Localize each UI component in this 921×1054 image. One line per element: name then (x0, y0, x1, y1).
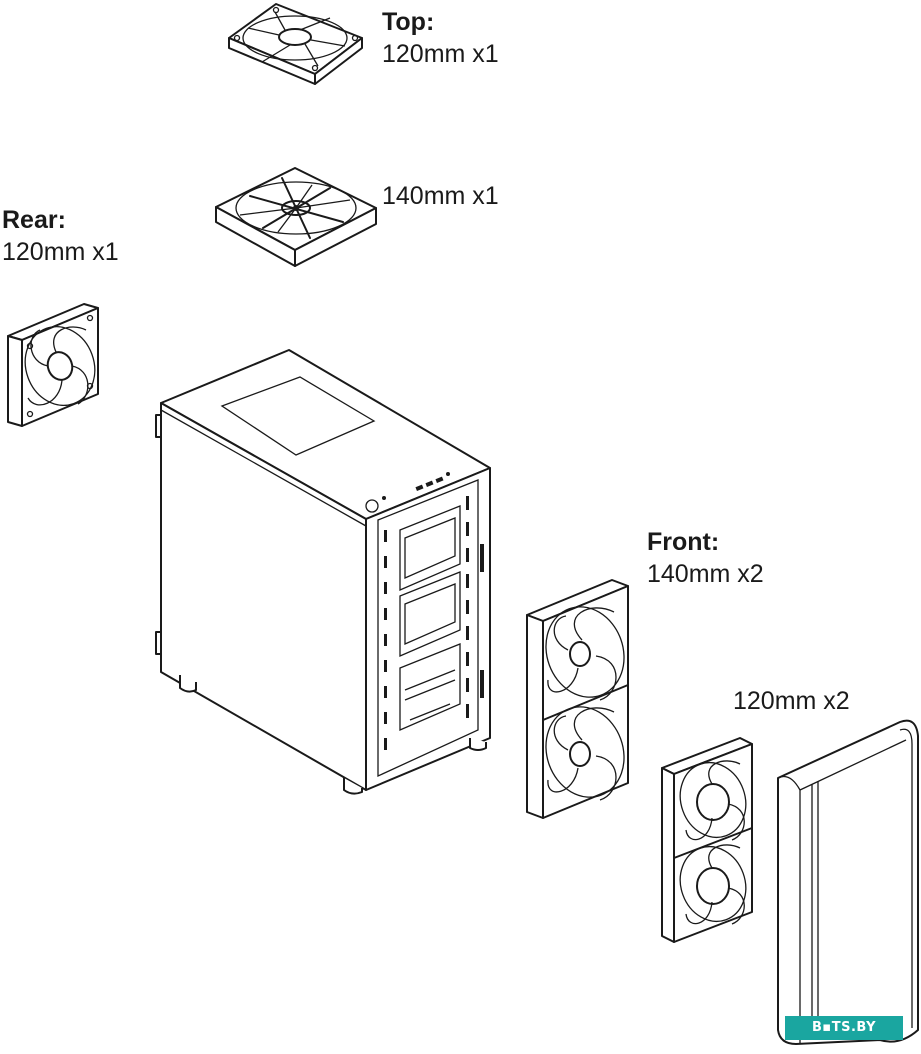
rear-fan-label: Rear: 120mm x1 (2, 204, 119, 268)
rear-120mm-fan (7, 303, 99, 427)
front-140mm-fans (526, 579, 629, 819)
front-120mm-label: 120mm x2 (733, 685, 850, 717)
front-heading: Front: (647, 528, 720, 556)
watermark-logo: B▪TS.BY (785, 1016, 903, 1040)
top-140mm-text: 140mm x1 (382, 182, 499, 210)
top-120mm-text: 120mm x1 (382, 40, 499, 68)
front-140mm-text: 140mm x2 (647, 560, 764, 588)
top-140mm-label: 140mm x1 (382, 180, 499, 212)
top-fan-label: Top: 120mm x1 (382, 6, 499, 70)
top-heading: Top: (382, 8, 435, 36)
pc-case (155, 349, 491, 795)
top-140mm-fan (215, 167, 377, 267)
front-fan-label: Front: 140mm x2 (647, 526, 764, 590)
front-panel (777, 719, 919, 1045)
front-120mm-fans (661, 737, 753, 943)
rear-heading: Rear: (2, 206, 66, 234)
rear-120mm-text: 120mm x1 (2, 238, 119, 266)
top-120mm-fan (228, 3, 363, 85)
front-120mm-text: 120mm x2 (733, 687, 850, 715)
